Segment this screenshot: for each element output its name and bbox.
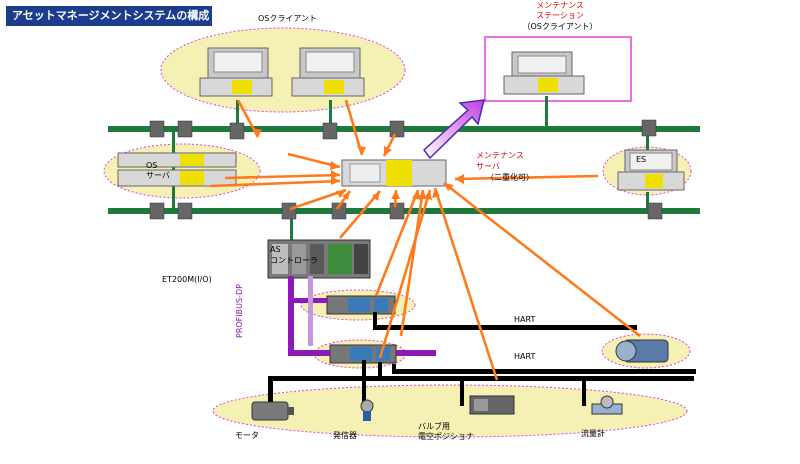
switch	[389, 120, 405, 138]
client1-drop	[236, 100, 239, 127]
os-server	[117, 152, 237, 187]
os-client-label: OSクライアント	[258, 14, 318, 23]
pump	[615, 339, 669, 363]
maintenance-server	[341, 159, 447, 187]
motor	[251, 401, 294, 421]
client2-drop	[329, 100, 332, 127]
flowmeter-label: 流量計	[581, 429, 605, 438]
big-arrow-to-station	[422, 99, 485, 160]
os-client-pc-2	[291, 47, 365, 97]
as-controller	[267, 239, 371, 279]
as-drop	[290, 212, 293, 242]
valve-label-2: 電空ポジショナ	[418, 432, 474, 441]
switch	[149, 120, 165, 138]
transmitter	[360, 399, 374, 421]
maint-station-label-1: メンテナンス	[536, 1, 584, 10]
es-label: ES	[636, 155, 647, 164]
station-drop	[545, 96, 548, 127]
switch	[389, 202, 405, 220]
switch	[177, 120, 193, 138]
profibus-lines	[288, 276, 436, 356]
arrow-heads	[252, 128, 464, 201]
et200m-upper	[326, 295, 396, 315]
maint-server-label-3: （二重化可）	[486, 173, 534, 182]
valve-positioner	[469, 395, 515, 415]
switch	[229, 122, 245, 140]
valve-label-1: バルブ用	[418, 422, 450, 431]
switch	[641, 119, 657, 137]
switch	[647, 202, 663, 220]
et200m-label: ET200M(I/O)	[162, 275, 212, 284]
switch	[177, 202, 193, 220]
as-label-2: コントローラ	[270, 256, 318, 265]
transmitter-label: 発信器	[333, 431, 357, 440]
switch	[281, 202, 297, 220]
switch	[322, 122, 338, 140]
es-pc	[617, 149, 685, 191]
es-upper-drop	[646, 130, 649, 150]
os-client-pc-1	[199, 47, 273, 97]
os-server-label-2: サーバ	[146, 171, 170, 180]
diagram-title: アセットマネージメントシステムの構成	[6, 6, 212, 26]
flowmeter	[591, 395, 623, 415]
os-client-ellipse	[160, 27, 406, 113]
hart-lines	[268, 312, 696, 406]
maintenance-station-pc	[503, 51, 585, 95]
switch	[331, 202, 347, 220]
maint-station-label-2: ステーション	[536, 11, 584, 20]
maint-station-label-3: （OSクライアント）	[522, 22, 598, 31]
data-flow-arrows	[209, 99, 641, 381]
switch	[149, 202, 165, 220]
network-switches	[149, 119, 663, 220]
as-label-1: AS	[270, 245, 281, 254]
es-lower-drop	[646, 192, 649, 210]
hart-label-2: HART	[514, 352, 536, 361]
motor-label: モータ	[235, 431, 259, 440]
maint-server-label-2: サーバ	[476, 162, 500, 171]
profibus-label: PROFIBUS-DP	[235, 284, 244, 338]
maint-server-label-1: メンテナンス	[476, 151, 524, 160]
hart-label-1: HART	[514, 315, 536, 324]
os-server-label-1: OS	[146, 161, 158, 170]
field-devices-ellipse	[212, 384, 688, 438]
